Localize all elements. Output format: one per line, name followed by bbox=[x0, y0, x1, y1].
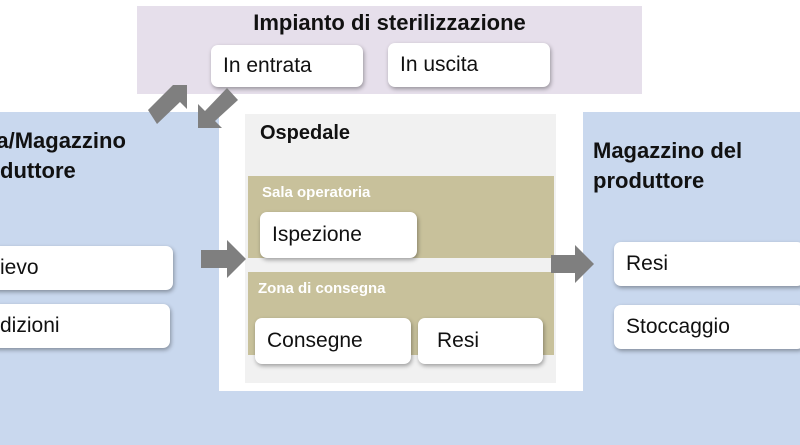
inspection-box: Ispezione bbox=[260, 212, 417, 258]
right-item-storage: Stoccaggio bbox=[614, 305, 800, 349]
sterilization-title: Impianto di sterilizzazione bbox=[253, 10, 526, 35]
operating-room-title: Sala operatoria bbox=[262, 184, 371, 201]
left-title: ica/Magazzino roduttore bbox=[0, 128, 126, 183]
delivery-zone-title: Zona di consegna bbox=[258, 280, 386, 297]
deliveries-box: Consegne bbox=[255, 318, 411, 364]
returns-box-hospital: Resi bbox=[418, 318, 543, 364]
right-title: Magazzino del produttore bbox=[593, 138, 743, 193]
outgoing-box: In uscita bbox=[388, 43, 550, 87]
left-item-2: dizioni bbox=[0, 304, 170, 348]
left-item-1: ievo bbox=[0, 246, 173, 290]
incoming-box: In entrata bbox=[211, 45, 363, 87]
hospital-title: Ospedale bbox=[260, 122, 351, 144]
right-item-returns: Resi bbox=[614, 242, 800, 286]
